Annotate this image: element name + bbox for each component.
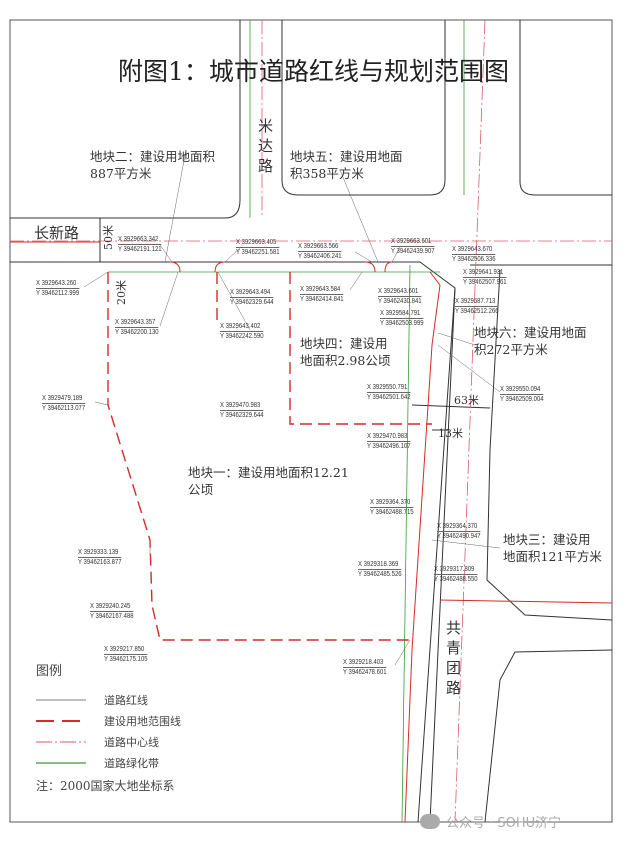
legend-item-boundary: 建设用地范围线 xyxy=(36,710,181,731)
construction-boundary xyxy=(107,272,432,641)
parcel-6-label: 地块六：建设用地面积272平方米 xyxy=(474,325,587,357)
legend-title: 图例 xyxy=(36,664,63,679)
leader-lines xyxy=(83,149,501,666)
solid-gray-line-icon xyxy=(36,698,86,701)
parcel-4-label: 地块四：建设用地面积2.98公顷 xyxy=(300,336,391,368)
road-label-gongqingtuan: 共青团路 xyxy=(446,619,462,697)
green-line-icon xyxy=(36,761,86,764)
map-title: 附图1：城市道路红线与规划范围图 xyxy=(118,57,509,86)
watermark: 公众号 · SOHU济宁 xyxy=(420,812,561,831)
legend-item-green-belt: 道路绿化带 xyxy=(36,752,181,773)
dash-dot-line-icon xyxy=(36,741,86,742)
road-label-changxin: 长新路 xyxy=(34,224,80,242)
dashed-red-line-icon xyxy=(36,719,86,722)
legend-item-red-line: 道路红线 xyxy=(36,689,181,710)
dimension-label: 63米 xyxy=(454,394,479,407)
map-frame xyxy=(9,19,613,823)
parcel-5-label: 地块五：建设用地面积358平方米 xyxy=(290,149,403,181)
dimension-label: 13米 xyxy=(438,427,463,440)
coordinate-system-note: 注：2000国家大地坐标系 xyxy=(36,779,175,793)
road-red-lines xyxy=(10,241,613,823)
wechat-icon xyxy=(420,814,440,829)
road-centerlines xyxy=(10,19,612,823)
legend: 图例 道路红线 建设用地范围线 道路中心线 道路绿化带 注：2000国家大地坐标… xyxy=(36,660,181,794)
dimension-label: 50米 xyxy=(102,225,115,250)
parcel-3-label: 地块三：建设用地面积121平方米 xyxy=(503,532,602,564)
legend-item-centerline: 道路中心线 xyxy=(36,731,181,752)
road-label-mida: 米达路 xyxy=(258,117,274,175)
dimension-label: 20米 xyxy=(115,280,128,305)
road-edges xyxy=(10,20,613,823)
